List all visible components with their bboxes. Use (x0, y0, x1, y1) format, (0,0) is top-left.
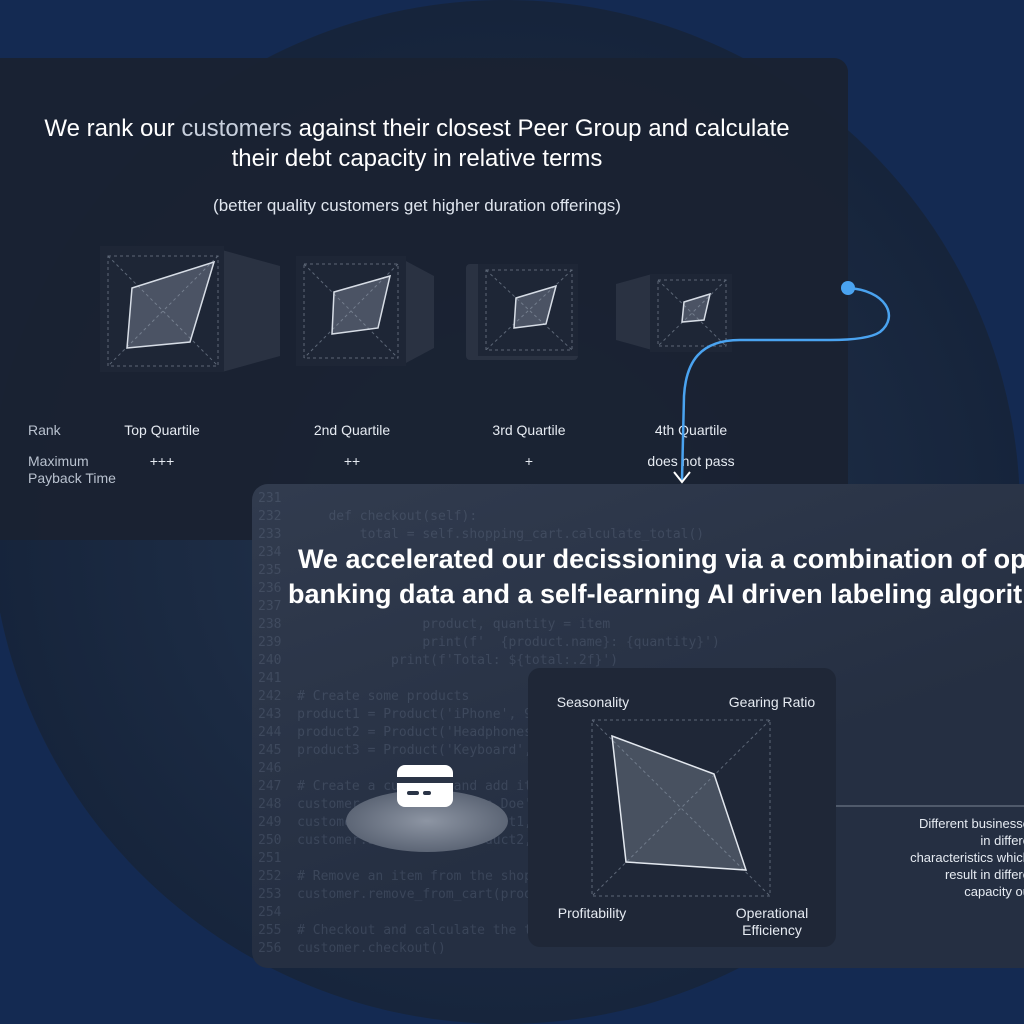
heading-line1: We accelerated our decissioning via a co… (298, 544, 1024, 574)
radar-label-profitability: Profitability (557, 905, 627, 921)
peer-group-heading: We rank our customers against their clos… (0, 114, 834, 174)
heading-highlight: customers (181, 115, 293, 142)
payback-cell: does not pass (647, 453, 735, 469)
radar-label-gearing: Gearing Ratio (728, 694, 816, 710)
payback-cell: +++ (149, 453, 175, 469)
heading-text: We rank our (44, 115, 182, 142)
quartile-cube-3rd (466, 264, 582, 360)
quartile-cube-2nd (296, 256, 436, 368)
note-connector-line (836, 805, 1024, 807)
heading-line2: banking data and a self-learning AI driv… (288, 579, 1023, 609)
quartile-cube-top (100, 246, 280, 376)
peer-group-subheading: (better quality customers get higher dur… (213, 196, 621, 215)
heading-line2: their debt capacity in relative terms (231, 145, 603, 172)
decisioning-heading: We accelerated our decissioning via a co… (288, 542, 1024, 612)
rank-cell: 2nd Quartile (313, 422, 391, 438)
radar-label-efficiency: Operational Efficiency (735, 905, 809, 938)
payback-cell: + (524, 453, 534, 469)
side-note: Different businesse in differe character… (910, 816, 1024, 899)
rank-label: Rank (28, 422, 61, 438)
heading-text: against their closest Peer Group and cal… (292, 115, 790, 142)
rank-cell: 3rd Quartile (492, 422, 566, 438)
rank-cell: Top Quartile (124, 422, 200, 438)
quartile-cube-4th (616, 270, 736, 354)
payback-cell: ++ (343, 453, 361, 469)
radar-label-seasonality: Seasonality (556, 694, 630, 710)
rank-cell: 4th Quartile (654, 422, 728, 438)
credit-card-icon (397, 765, 453, 807)
radar-card (528, 668, 836, 947)
payback-label: Maximum Payback Time (28, 453, 116, 486)
flow-connector-icon (673, 281, 891, 484)
